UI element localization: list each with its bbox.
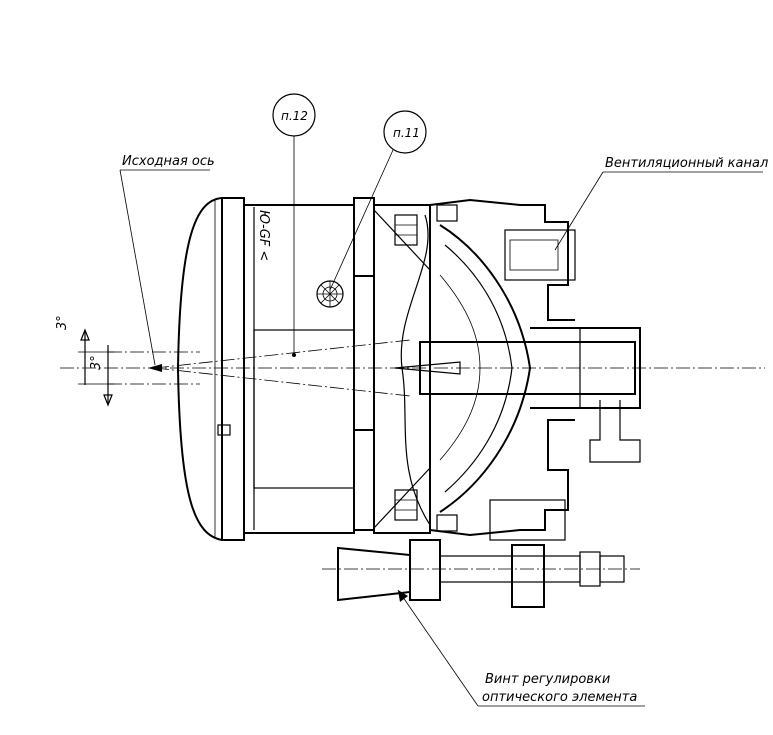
callout-item11-leader xyxy=(329,149,394,291)
lens-outline xyxy=(176,197,223,541)
angle-dimension xyxy=(78,328,115,407)
bracket-diagonal-top xyxy=(373,209,431,271)
rear-lower-housing xyxy=(429,419,575,537)
vent-connector xyxy=(504,229,576,281)
adjust-screw-leader xyxy=(397,589,479,707)
adjust-screw-label-line2: оптического элемента xyxy=(482,690,637,705)
reflector-inner xyxy=(444,244,513,493)
filament xyxy=(394,361,461,375)
rear-upper-housing xyxy=(429,198,575,321)
housing-marking: Ю-GF < xyxy=(256,210,271,261)
upper-clip xyxy=(436,204,458,222)
origin-arrow-icon xyxy=(148,364,162,372)
adjust-screw-assembly xyxy=(322,539,640,608)
lower-connector xyxy=(489,499,566,541)
angle-label-bottom: 3° xyxy=(89,355,104,370)
angle-label-top: 3° xyxy=(55,315,70,330)
reflector-rib-1 xyxy=(439,274,481,461)
flange-lower xyxy=(353,429,375,531)
adjust-screw-arrow-icon xyxy=(398,590,408,602)
source-axis-label: Исходная ось xyxy=(122,154,215,169)
vent-connector-inner xyxy=(509,239,559,271)
rear-cap xyxy=(530,327,641,409)
lower-clip xyxy=(436,514,458,532)
callout-item12-label: п.12 xyxy=(281,109,308,123)
beam-angle-lines xyxy=(108,339,411,397)
callout-item11-label: п.11 xyxy=(393,126,420,140)
reflector-outline xyxy=(439,224,532,513)
vent-channel-leader xyxy=(554,171,604,251)
bolt-lower-icon xyxy=(394,489,418,521)
bolt-upper-icon xyxy=(394,214,418,246)
section-break-line xyxy=(400,214,431,526)
bracket xyxy=(373,204,431,534)
callout-item11-circle xyxy=(383,110,427,154)
vent-channel-label: Вентиляционный канал xyxy=(605,156,768,171)
flange-upper xyxy=(353,197,375,277)
bulb-socket xyxy=(419,341,636,395)
front-rim xyxy=(221,197,245,541)
housing-tab xyxy=(217,424,231,436)
knob-icon xyxy=(316,280,344,308)
source-axis-leader xyxy=(119,169,156,366)
adjust-screw-label-line1: Винт регулировки xyxy=(485,672,610,687)
rear-bracket-lower xyxy=(589,400,641,463)
housing-window xyxy=(253,329,355,489)
bracket-diagonal-bottom xyxy=(373,467,431,529)
callout-item12-dot xyxy=(292,353,296,357)
